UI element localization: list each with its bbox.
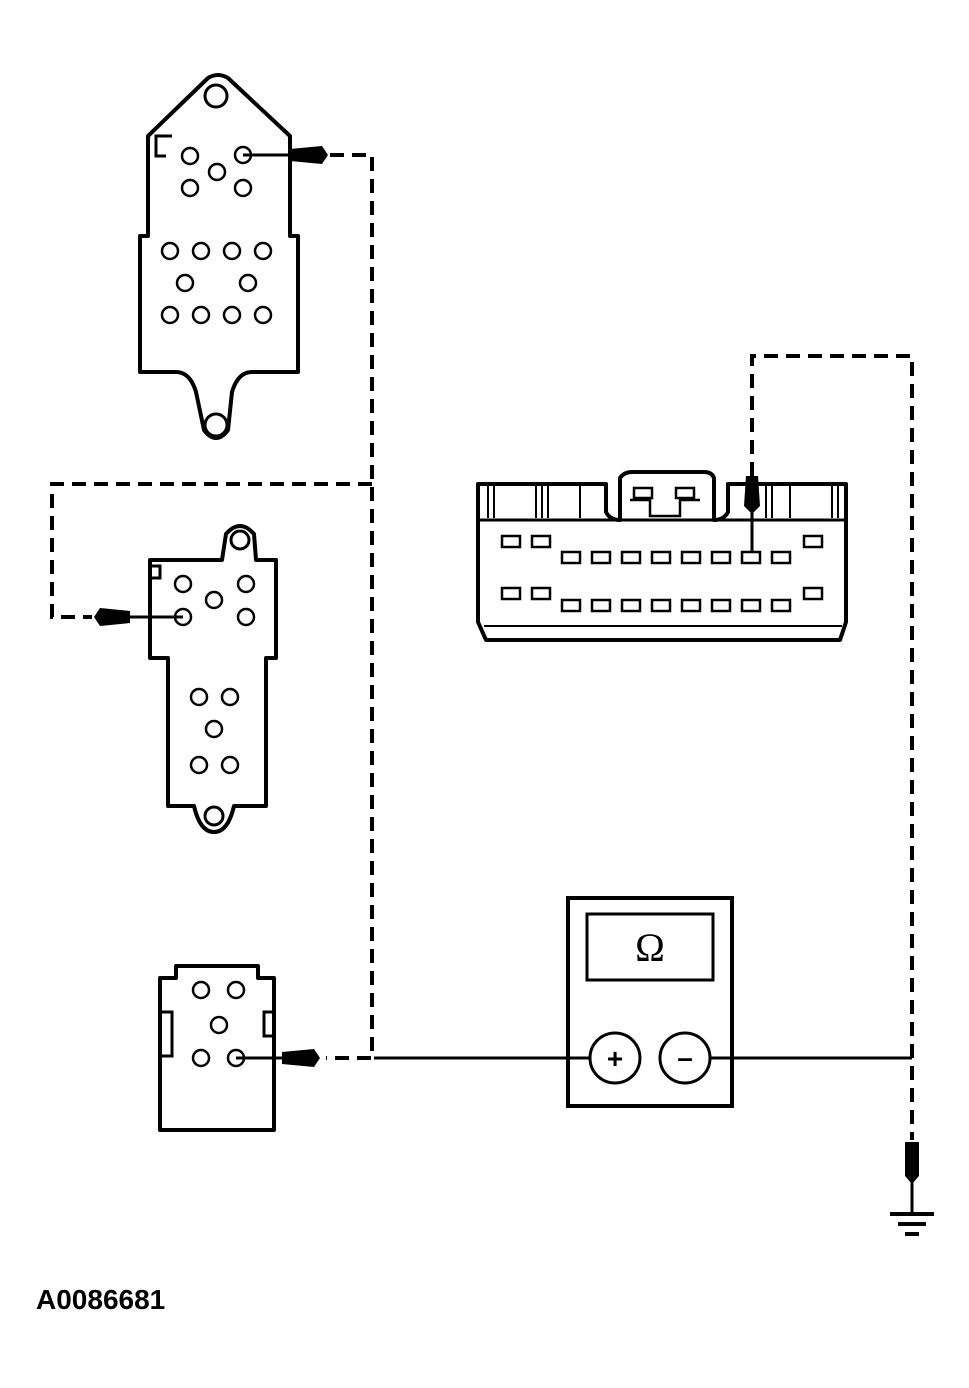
connector-bottom-left	[158, 964, 276, 1132]
figure-id: A0086681	[36, 1284, 166, 1315]
probe-icon	[94, 146, 919, 1184]
jumper-wires-dashed	[50, 153, 914, 1140]
test-leads-solid	[130, 153, 914, 1212]
meter-negative-terminal: –	[677, 1042, 693, 1073]
ground-icon	[890, 1212, 934, 1236]
connector-large-right	[476, 470, 848, 642]
ohmmeter-icon: Ω + –	[566, 896, 734, 1108]
meter-positive-terminal: +	[607, 1043, 623, 1074]
connector-top-left	[138, 73, 300, 440]
meter-display-symbol: Ω	[635, 925, 665, 970]
connector-middle-left	[148, 524, 278, 834]
